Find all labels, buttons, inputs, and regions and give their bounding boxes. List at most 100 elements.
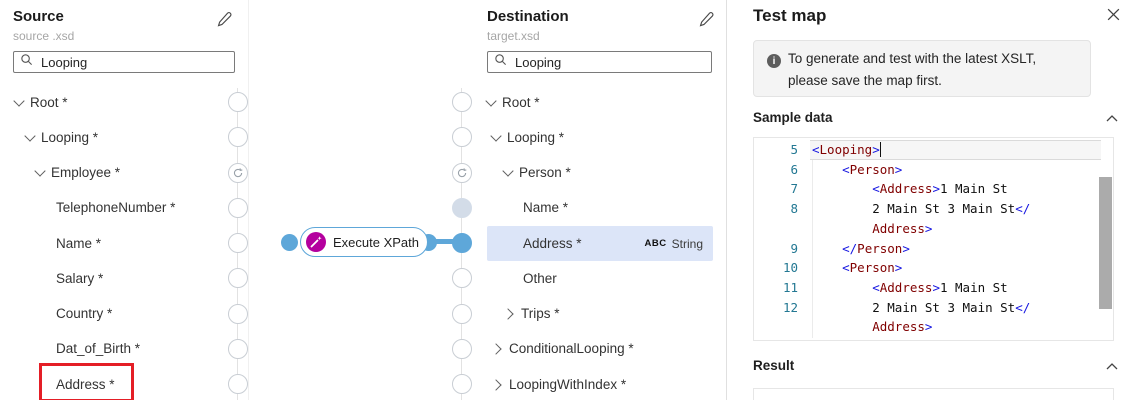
connection-dot-telephonenumber[interactable] [228,198,248,218]
result-header: Result [753,358,795,373]
connection-dot-salary[interactable] [228,268,248,288]
line-number: 6 [790,161,798,177]
chevron-down-icon[interactable] [13,95,25,107]
collapse-sample-data-button[interactable] [1103,112,1121,128]
tree-item-person[interactable]: Person * [487,155,713,190]
data-type-label: String [671,236,703,251]
current-line-highlight [810,140,1101,160]
function-input-handle[interactable] [281,234,298,251]
code-text: <Person> [842,161,903,177]
tree-item-name[interactable]: Name * [13,226,225,261]
chevron-down-icon[interactable] [34,165,46,177]
connection-dot-root[interactable] [228,92,248,112]
code-text: <Address>1 Main St [872,279,1008,295]
tree-item-looping[interactable]: Looping * [487,120,713,155]
tree-item-name[interactable]: Name * [487,190,713,225]
tree-item-employee[interactable]: Employee * [13,155,225,190]
connection-dot-conditionallooping[interactable] [452,339,472,359]
function-node-execute-xpath[interactable]: Execute XPath [300,227,428,257]
close-button[interactable] [1103,6,1123,26]
info-message-line1: To generate and test with the latest XSL… [788,51,1037,66]
text-cursor [879,142,882,157]
destination-search [487,51,712,73]
connection-dot-looping[interactable] [452,127,472,147]
sample-data-header: Sample data [753,110,833,125]
edit-destination-schema-button[interactable] [695,10,717,32]
tree-item-label: Trips * [521,306,560,321]
result-editor[interactable]: 1 Test map to see your result [753,388,1114,400]
code-text: <Looping> [812,142,882,157]
collapse-result-button[interactable] [1103,360,1121,376]
destination-search-input[interactable] [513,53,705,71]
tree-item-label: Other [523,271,557,286]
chevron-down-icon[interactable] [490,130,502,142]
destination-panel-title: Destination [487,8,569,25]
annotation-highlight-box [39,363,134,400]
connection-dot-address[interactable] [228,374,248,394]
tree-item-root[interactable]: Root * [485,85,713,120]
tree-item-address[interactable]: Address * [13,367,225,400]
connection-dot-root[interactable] [452,92,472,112]
source-search-input[interactable] [39,53,228,71]
source-search [13,51,235,73]
line-number: 9 [790,240,798,256]
connection-dot-country[interactable] [228,304,248,324]
destination-panel: Destination target.xsd Root * Looping * Pe… [455,0,725,400]
tree-item-trips[interactable]: Trips * [487,296,713,331]
tree-item-root[interactable]: Root * [13,85,225,120]
tree-item-country[interactable]: Country * [13,296,225,331]
edit-source-schema-button[interactable] [213,10,235,32]
tree-item-label: Root * [30,95,68,110]
tree-item-looping[interactable]: Looping * [13,120,225,155]
chevron-up-icon [1105,361,1119,376]
line-number: 7 [790,181,798,197]
connection-dot-name[interactable] [228,233,248,253]
code-text: Address> [872,220,933,236]
chevron-right-icon[interactable] [502,307,514,320]
chevron-right-icon[interactable] [490,342,502,355]
connection-dot-looping[interactable] [228,127,248,147]
tree-item-salary[interactable]: Salary * [13,261,225,296]
chevron-right-icon[interactable] [490,378,502,391]
tree-item-label: TelephoneNumber * [56,200,176,215]
close-icon [1106,8,1121,25]
tree-item-label: Name * [523,200,569,215]
tree-item-conditionallooping[interactable]: ConditionalLooping * [487,331,713,366]
tree-item-label: Employee * [51,165,121,180]
tree-item-telephonenumber[interactable]: TelephoneNumber * [13,190,225,225]
tree-item-label: ConditionalLooping * [509,341,634,356]
connection-dot-dat-of-birth[interactable] [228,339,248,359]
search-icon [494,53,507,71]
connection-dot-employee[interactable] [228,163,248,183]
connection-dot-other[interactable] [452,268,472,288]
connection-dot-person[interactable] [452,163,472,183]
editor-scrollbar-thumb[interactable] [1099,177,1112,309]
sample-data-editor[interactable]: 5 <Looping> 6 <Person> 7 <Address>1 Main St… [753,137,1114,341]
info-icon: i [767,54,781,68]
tree-item-other[interactable]: Other [487,261,713,296]
tree-item-label: Person * [519,165,571,180]
chevron-down-icon[interactable] [24,130,36,142]
mapping-edge [429,239,463,244]
tree-item-dat-of-birth[interactable]: Dat_of_Birth * [13,331,225,366]
connection-dot-trips[interactable] [452,304,472,324]
chevron-down-icon[interactable] [485,95,497,107]
tree-item-label: Root * [502,95,540,110]
source-schema-filename: source .xsd [13,29,75,43]
connection-dot-name[interactable] [452,198,472,218]
code-text: Address> [872,319,933,335]
line-number: 5 [790,142,798,157]
code-text: </Person> [842,240,910,256]
connection-dot-loopingwithindex[interactable] [452,374,472,394]
chevron-down-icon[interactable] [502,165,514,177]
line-number: 10 [782,260,798,276]
test-map-panel: Test map i To generate and test with the… [726,0,1130,400]
tree-item-loopingwithindex[interactable]: LoopingWithIndex * [487,367,713,400]
destination-schema-filename: target.xsd [487,29,540,43]
tree-item-label: Address * [56,377,115,392]
tree-item-label: Name * [56,236,102,251]
tree-item-label: Looping * [41,130,99,145]
line-number: 11 [782,279,798,295]
